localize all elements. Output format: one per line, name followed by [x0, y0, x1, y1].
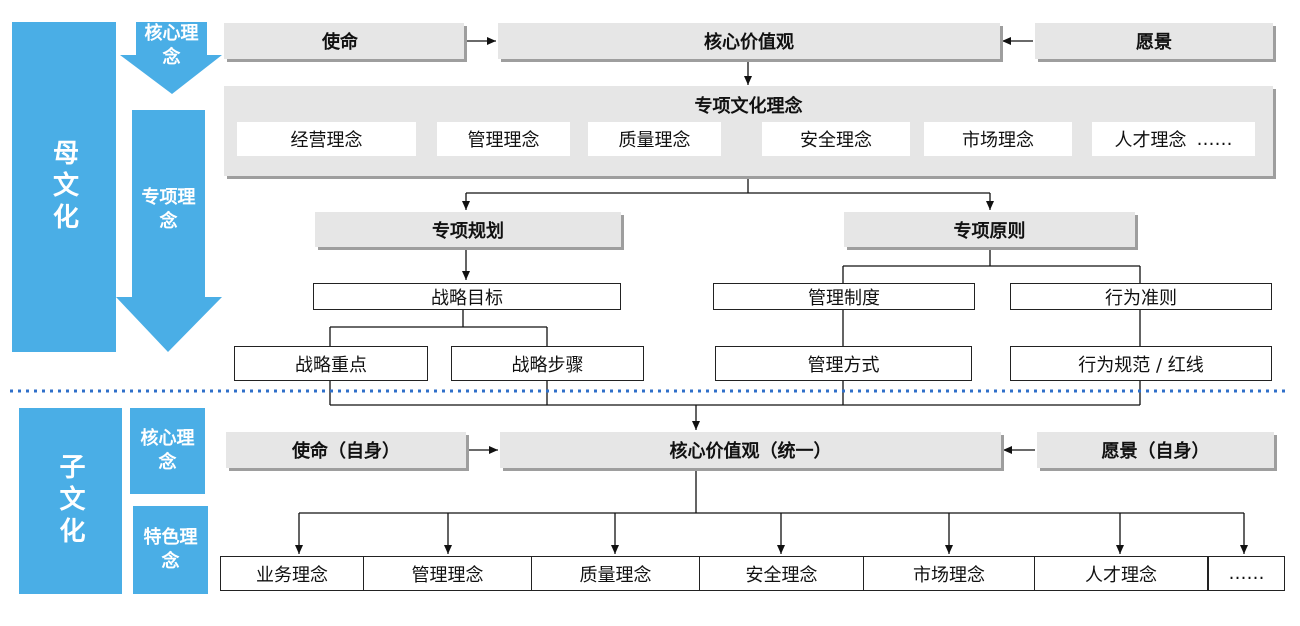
concept-item: 安全理念 [762, 122, 910, 156]
concept-item: 经营理念 [237, 122, 416, 156]
child-concept-item: 质量理念 [531, 556, 700, 591]
parent-core-values-box: 核心价值观 [498, 23, 1000, 59]
parent-special-tag: 专项理念 [141, 187, 196, 232]
strategic-steps-box: 战略步骤 [451, 346, 644, 381]
special-concept-arrow [116, 110, 222, 352]
child-core-tag: 核心理念 [130, 408, 205, 494]
child-core-values-box: 核心价值观（统一） [500, 432, 1001, 468]
child-concept-more: …… [1208, 556, 1285, 591]
child-concept-item: 业务理念 [220, 556, 364, 591]
special-concepts-panel: 专项文化理念 经营理念 管理理念 质量理念 安全理念 市场理念 人才理念 …… [224, 86, 1273, 176]
concept-item: 市场理念 [924, 122, 1072, 156]
management-method-box: 管理方式 [715, 346, 972, 381]
parent-core-tag: 核心理念 [144, 23, 199, 68]
parent-culture-label: 母文化 [12, 22, 116, 352]
parent-mission-box: 使命 [224, 23, 464, 59]
concept-item: 管理理念 [437, 122, 570, 156]
strategic-focus-box: 战略重点 [234, 346, 428, 381]
concept-item-label: 人才理念 [1114, 130, 1187, 151]
child-vision-box: 愿景（自身） [1037, 432, 1274, 468]
concept-item-last: 人才理念 …… [1092, 122, 1255, 156]
concept-item: 质量理念 [588, 122, 721, 156]
special-concepts-title: 专项文化理念 [694, 96, 803, 117]
concept-more: …… [1196, 128, 1233, 150]
conduct-guidelines-box: 行为准则 [1010, 283, 1272, 310]
planning-box: 专项规划 [315, 212, 621, 247]
management-system-box: 管理制度 [713, 283, 975, 310]
child-concept-item: 管理理念 [363, 556, 532, 591]
child-concept-item: 安全理念 [699, 556, 864, 591]
conduct-norms-box: 行为规范 / 红线 [1010, 346, 1272, 381]
child-concept-item: 市场理念 [863, 556, 1035, 591]
principles-box: 专项原则 [844, 212, 1135, 247]
child-feature-tag: 特色理念 [133, 506, 208, 594]
child-concept-item: 人才理念 [1034, 556, 1208, 591]
strategic-goal-box: 战略目标 [313, 283, 621, 310]
core-concept-arrow [120, 22, 222, 94]
parent-vision-box: 愿景 [1035, 23, 1273, 59]
child-culture-label: 子文化 [19, 408, 122, 594]
child-mission-box: 使命（自身） [226, 432, 466, 468]
